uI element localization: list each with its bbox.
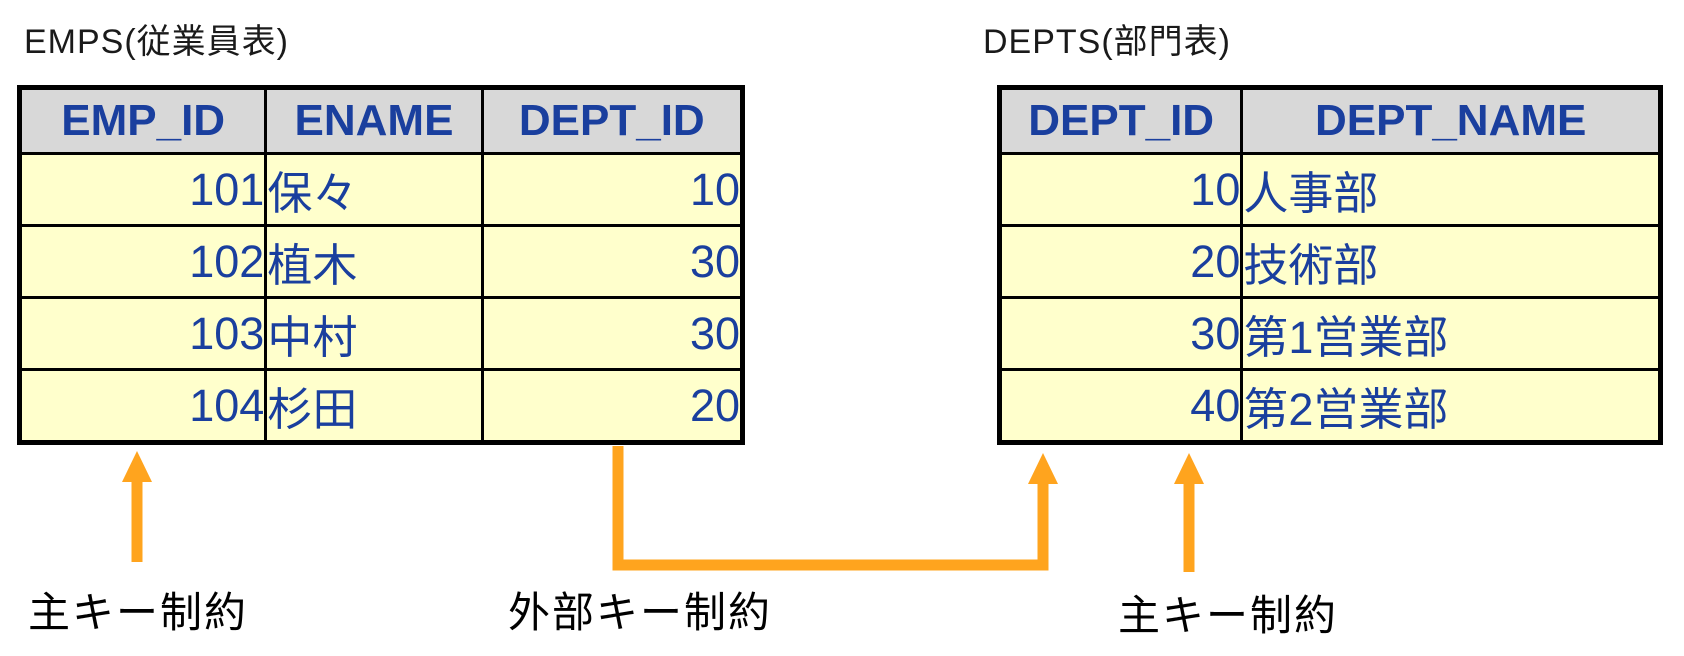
depts-cell-dept-name: 技術部 — [1240, 224, 1662, 299]
depts-cell-dept-id: 30 — [997, 296, 1244, 371]
emps-cell-ename: 植木 — [264, 224, 484, 299]
emps-cell-dept-id: 20 — [480, 368, 745, 444]
emps-cell-dept-id: 10 — [480, 152, 745, 227]
table-row: 40 第2営業部 — [997, 368, 1662, 444]
emps-col-header-emp-id: EMP_ID — [17, 86, 268, 155]
emps-table-title: EMPS(従業員表) — [24, 23, 289, 61]
depts-cell-dept-name: 第2営業部 — [1240, 368, 1662, 444]
emps-cell-emp-id: 101 — [17, 152, 268, 227]
emps-cell-ename: 保々 — [264, 152, 484, 227]
emps-cell-ename: 杉田 — [264, 368, 484, 444]
emps-cell-emp-id: 102 — [17, 224, 268, 299]
depts-header-row: DEPT_ID DEPT_NAME — [997, 86, 1662, 155]
depts-col-header-dept-id: DEPT_ID — [997, 86, 1244, 155]
emps-cell-emp-id: 104 — [17, 368, 268, 444]
emps-header-row: EMP_ID ENAME DEPT_ID — [17, 86, 745, 155]
fk-connector-arrow-icon — [612, 446, 1058, 571]
depts-cell-dept-id: 10 — [997, 152, 1244, 227]
emps-col-header-dept-id: DEPT_ID — [480, 86, 745, 155]
depts-table-title: DEPTS(部門表) — [983, 23, 1231, 61]
table-row: 10 人事部 — [997, 152, 1662, 227]
table-row: 101 保々 10 — [17, 152, 745, 227]
pk-arrow-emps-icon — [122, 451, 152, 562]
depts-table: DEPT_ID DEPT_NAME 10 人事部 20 技術部 30 第1営業部… — [997, 85, 1663, 445]
table-row: 103 中村 30 — [17, 296, 745, 371]
depts-cell-dept-name: 人事部 — [1240, 152, 1662, 227]
pk-constraint-label-depts: 主キー制約 — [1118, 592, 1339, 639]
depts-cell-dept-id: 40 — [997, 368, 1244, 444]
table-row: 104 杉田 20 — [17, 368, 745, 444]
table-row: 102 植木 30 — [17, 224, 745, 299]
emps-cell-ename: 中村 — [264, 296, 484, 371]
emps-table: EMP_ID ENAME DEPT_ID 101 保々 10 102 植木 30… — [17, 85, 745, 445]
pk-constraint-label-emps: 主キー制約 — [28, 589, 249, 636]
table-row: 20 技術部 — [997, 224, 1662, 299]
table-row: 30 第1営業部 — [997, 296, 1662, 371]
pk-arrow-depts-icon — [1174, 453, 1204, 572]
emps-cell-dept-id: 30 — [480, 296, 745, 371]
emps-col-header-ename: ENAME — [264, 86, 484, 155]
emps-cell-emp-id: 103 — [17, 296, 268, 371]
depts-cell-dept-id: 20 — [997, 224, 1244, 299]
depts-cell-dept-name: 第1営業部 — [1240, 296, 1662, 371]
emps-cell-dept-id: 30 — [480, 224, 745, 299]
fk-constraint-label: 外部キー制約 — [508, 589, 773, 636]
depts-col-header-dept-name: DEPT_NAME — [1240, 86, 1662, 155]
